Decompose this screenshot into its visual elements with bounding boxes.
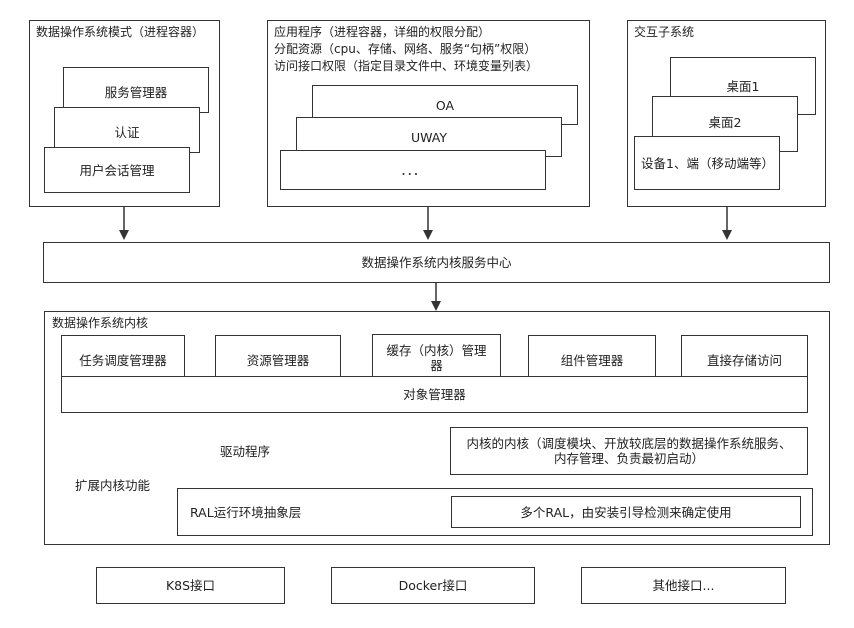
docker-interface-label: Docker接口 — [398, 578, 468, 593]
service-manager-card: 服务管理器 — [63, 67, 209, 113]
desktop-2-label: 桌面2 — [708, 114, 742, 130]
auth-card: 认证 — [54, 107, 200, 153]
device-card: 设备1、端（移动端等） — [634, 136, 780, 190]
app-more-card: ．．． — [280, 150, 546, 190]
task-scheduler-label: 任务调度管理器 — [79, 352, 167, 368]
task-scheduler-box: 任务调度管理器 — [61, 335, 185, 377]
object-manager-label: 对象管理器 — [403, 387, 466, 402]
interaction-title: 交互子系统 — [634, 25, 695, 39]
app-uway-label: UWAY — [410, 129, 448, 145]
app-more-label: ．．． — [400, 162, 426, 178]
kernel-title: 数据操作系统内核 — [52, 316, 149, 330]
extension-label: 扩展内核功能 — [75, 478, 151, 493]
inner-kernel-label: 内核的内核（调度模块、开放较底层的数据操作系统服务、内存管理、负责最初启动） — [466, 436, 792, 466]
driver-label: 驱动程序 — [220, 444, 271, 459]
multi-ral-label: 多个RAL，由安装引导检测来确定使用 — [520, 504, 732, 520]
docker-interface-box: Docker接口 — [331, 567, 535, 604]
auth-label: 认证 — [114, 124, 140, 140]
inner-kernel-box: 内核的内核（调度模块、开放较底层的数据操作系统服务、内存管理、负责最初启动） — [450, 427, 808, 475]
dma-box: 直接存储访问 — [681, 335, 808, 377]
multi-ral-box: 多个RAL，由安装引导检测来确定使用 — [451, 496, 801, 528]
resource-manager-label: 资源管理器 — [246, 352, 310, 368]
cache-manager-label: 缓存（内核）管理器 — [386, 343, 487, 373]
applications-line-1: 应用程序（进程容器，详细的权限分配） — [274, 25, 491, 39]
desktop-1-label: 桌面1 — [726, 78, 760, 94]
component-manager-box: 组件管理器 — [528, 335, 656, 377]
applications-line-3: 访问接口权限（指定目录文件中、环境变量列表） — [274, 59, 539, 73]
cache-manager-box: 缓存（内核）管理器 — [372, 334, 501, 377]
os-modes-title: 数据操作系统模式（进程容器） — [36, 25, 205, 39]
other-interface-label: 其他接口... — [652, 578, 715, 593]
object-manager-box: 对象管理器 — [61, 376, 808, 413]
app-oa-label: OA — [435, 97, 455, 113]
k8s-interface-box: K8S接口 — [96, 567, 285, 604]
resource-manager-box: 资源管理器 — [215, 335, 341, 377]
dma-label: 直接存储访问 — [706, 352, 782, 368]
kernel-service-center-label: 数据操作系统内核服务中心 — [361, 255, 512, 270]
device-label: 设备1、端（移动端等） — [641, 155, 774, 171]
user-session-card: 用户会话管理 — [44, 147, 190, 193]
component-manager-label: 组件管理器 — [560, 352, 624, 368]
service-manager-label: 服务管理器 — [104, 84, 168, 100]
kernel-service-center: 数据操作系统内核服务中心 — [43, 242, 830, 283]
ral-label: RAL运行环境抽象层 — [190, 505, 302, 520]
other-interface-box: 其他接口... — [581, 567, 786, 604]
applications-line-2: 分配资源（cpu、存储、网络、服务“句柄”权限） — [274, 42, 537, 56]
user-session-label: 用户会话管理 — [79, 162, 155, 178]
k8s-interface-label: K8S接口 — [165, 578, 216, 593]
